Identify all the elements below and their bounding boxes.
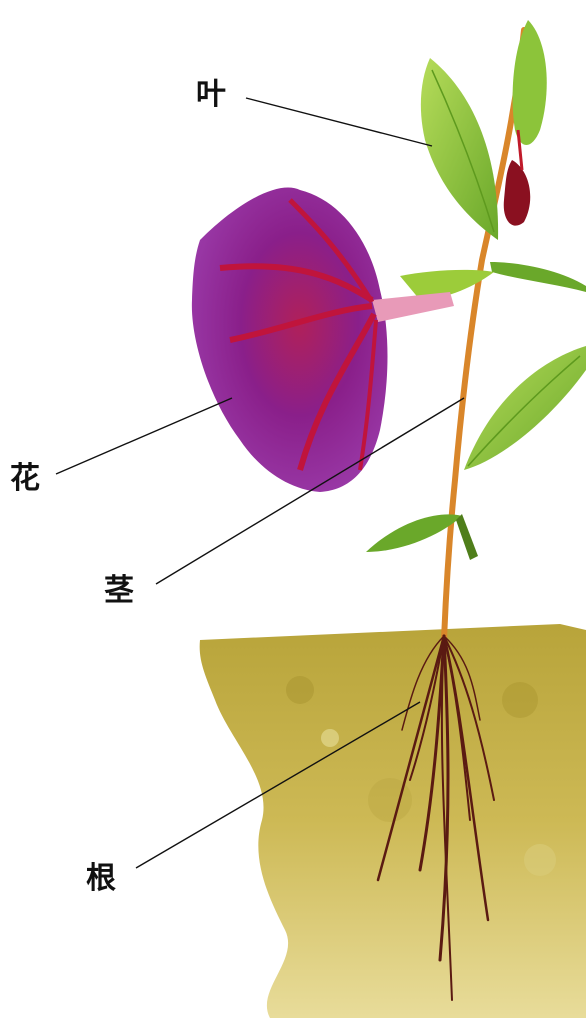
leaf-right	[490, 262, 586, 292]
leaf-top	[421, 58, 498, 240]
flower	[192, 187, 454, 492]
leader-line-leaf	[246, 98, 432, 146]
label-root: 根	[86, 864, 116, 894]
leader-line-flower	[56, 398, 232, 474]
label-flower: 花	[10, 464, 40, 494]
label-stem: 茎	[104, 576, 134, 606]
label-leaf: 叶	[196, 80, 226, 110]
leaf-middle	[464, 346, 586, 470]
